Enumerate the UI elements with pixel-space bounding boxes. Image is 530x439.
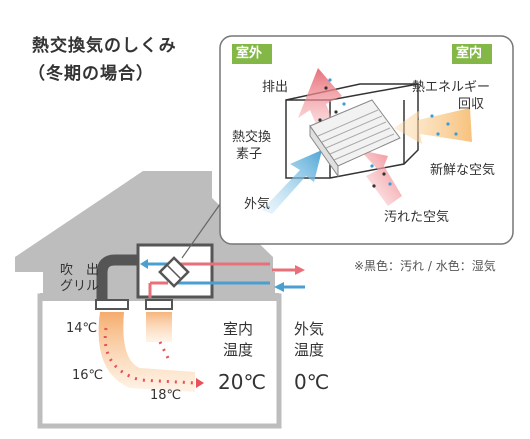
return-air-dots [103, 327, 197, 385]
temp-16: 16℃ [72, 368, 104, 383]
in-arrow-blue [274, 282, 284, 292]
outdoor-temp-label: 外気 [294, 320, 325, 338]
exhaust-duct [96, 254, 138, 300]
element-label-2: 素子 [236, 147, 263, 162]
temp-18: 18℃ [150, 388, 182, 403]
outside-air-label: 外気 [244, 197, 271, 212]
dirty-air-label: 汚れた空気 [384, 210, 450, 225]
out-arrow-red [295, 265, 305, 275]
room-airflow [98, 312, 204, 392]
element-label: 熱交換 [232, 130, 272, 145]
page-title: 熱交換気のしくみ [32, 36, 177, 56]
indoor-temp-value: 20℃ [218, 370, 266, 394]
intake-grille [145, 299, 173, 310]
dirty-air-flow [360, 150, 402, 206]
indoor-temp-label: 室内 [223, 320, 254, 338]
outside-tag: 室外 [236, 46, 263, 61]
temp-14: 14℃ [66, 321, 98, 336]
exhaust-label: 排出 [262, 80, 289, 95]
outside-tag-bg [232, 44, 272, 64]
outdoor-temp-label-2: 温度 [294, 341, 325, 359]
fresh-air-flow [394, 108, 472, 144]
legend-note: ※黒色：汚れ / 水色：湿気 [354, 259, 496, 273]
grille-label: 吹 出 [60, 263, 100, 278]
supply-grille [95, 299, 129, 310]
grille-label-2: グリル [60, 279, 100, 294]
heat-exchange-element [309, 99, 401, 178]
fresh-air-label: 新鮮な空気 [430, 163, 496, 178]
page-subtitle: （冬期の場合） [28, 64, 154, 84]
outdoor-temp-value: 0℃ [294, 370, 330, 394]
indoor-temp-label-2: 温度 [223, 341, 254, 359]
heat-energy-label-2: 回収 [458, 97, 485, 112]
inside-tag-bg [452, 44, 492, 64]
dirt-dots [318, 86, 386, 188]
inset-panel [181, 35, 514, 259]
ventilation-unit [95, 243, 305, 310]
heat-energy-label: 熱エネルギー [412, 80, 491, 95]
moisture-dots [328, 78, 458, 186]
outside-air-flow [262, 150, 322, 214]
inside-tag: 室内 [456, 46, 483, 61]
